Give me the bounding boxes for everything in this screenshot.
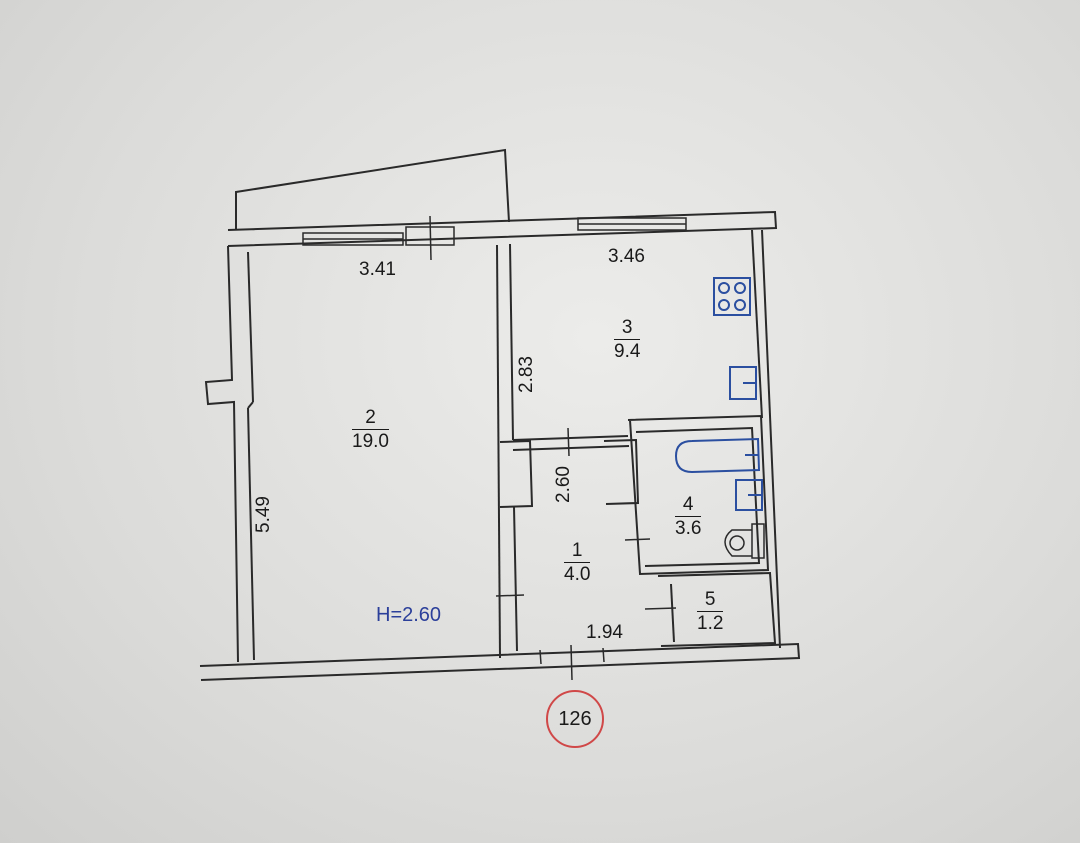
stove-icon — [713, 277, 751, 316]
windows — [302, 215, 687, 261]
room-kitchen: 3 9.4 — [614, 318, 641, 362]
sink-icon — [729, 366, 757, 400]
room-area: 1.2 — [697, 612, 724, 634]
living-length-dim: 5.49 — [252, 496, 274, 533]
bathtub-icon — [674, 437, 761, 474]
room-living: 2 19.0 — [352, 408, 389, 452]
hall-depth-dim: 2.60 — [552, 466, 574, 503]
room-area: 3.6 — [675, 517, 702, 539]
washbasin-icon — [735, 479, 763, 511]
living-width-dim: 3.41 — [359, 259, 396, 280]
kitchen-width-dim: 3.46 — [608, 246, 645, 267]
balcony — [235, 148, 510, 229]
room-area: 4.0 — [564, 563, 591, 585]
room-number: 1 — [564, 541, 591, 563]
room-area: 9.4 — [614, 340, 641, 362]
balcony-door — [405, 215, 455, 261]
room-number: 5 — [697, 590, 724, 612]
room-hall: 1 4.0 — [564, 541, 591, 585]
hall-width-dim: 1.94 — [586, 622, 623, 643]
room-number: 3 — [614, 318, 641, 340]
room-number: 2 — [352, 408, 389, 430]
kitchen-depth-dim: 2.83 — [515, 356, 537, 393]
room-number: 4 — [675, 495, 702, 517]
room-bathroom: 4 3.6 — [675, 495, 702, 539]
ceiling-height: H=2.60 — [376, 604, 442, 626]
toilet-icon — [724, 523, 765, 559]
window-kitchen — [577, 217, 687, 231]
window-living — [302, 232, 404, 246]
apartment-number-badge: 126 — [546, 690, 604, 748]
room-wc: 5 1.2 — [697, 590, 724, 634]
room-area: 19.0 — [352, 430, 389, 452]
door-marks — [495, 427, 677, 681]
